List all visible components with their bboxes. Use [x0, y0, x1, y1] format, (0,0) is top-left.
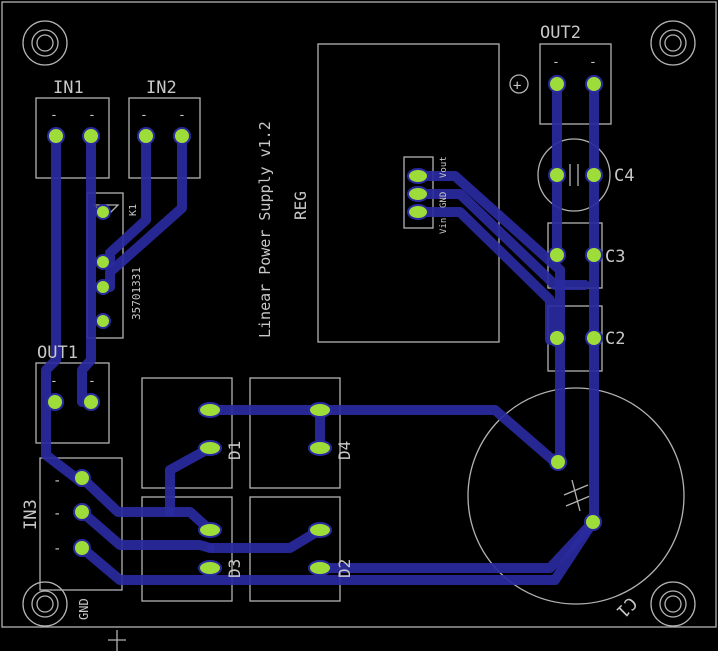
mounting-hole-bottom-left	[22, 581, 68, 627]
regulator-heatsink-outline	[317, 43, 500, 343]
c4-label: C4	[614, 166, 634, 186]
out1-pin1-mark: -	[50, 374, 58, 389]
out2-connector-outline	[539, 43, 612, 125]
d4-outline	[249, 377, 341, 489]
d4-label: D4	[335, 441, 354, 460]
out1-pin2-mark: -	[88, 374, 96, 389]
in1-connector-outline	[35, 97, 110, 179]
copper-traces	[41, 79, 599, 585]
in1-pin2-mark: -	[88, 108, 96, 123]
c4-outline	[537, 138, 611, 212]
reg-pin-gnd: GND	[439, 192, 449, 208]
board-title: Linear Power Supply v1.2	[256, 121, 274, 338]
c1-outline	[467, 387, 685, 605]
mounting-hole-top-left	[22, 20, 68, 66]
mounting-hole-top-right	[650, 20, 696, 66]
in2-pin2-mark: -	[178, 108, 186, 123]
in3-connector-outline	[39, 457, 123, 591]
reg-pin-vout: Vout	[439, 156, 449, 178]
in2-connector-outline	[128, 97, 201, 179]
in3-label: IN3	[21, 499, 41, 530]
relay-value-label: 35701331	[130, 267, 143, 320]
in3-pin2-mark: -	[53, 506, 61, 522]
out2-pin1-mark: -	[552, 55, 560, 70]
out2-pin2-mark: -	[589, 55, 597, 70]
d3-label: D3	[225, 559, 244, 578]
reg-pin-vin: Vin	[439, 218, 449, 234]
in1-label: IN1	[53, 78, 84, 98]
in1-pin1-mark: -	[50, 108, 58, 123]
relay-name-label: K1	[128, 204, 139, 216]
d1-outline	[141, 377, 233, 489]
in2-label: IN2	[146, 78, 177, 98]
c4-polarity-circle	[509, 74, 529, 94]
gnd-label: GND	[77, 598, 91, 620]
c2-label: C2	[605, 329, 625, 349]
in3-pin3-mark: -	[53, 541, 61, 557]
out1-label: OUT1	[37, 343, 78, 363]
reg-label: REG	[291, 191, 310, 220]
out1-connector-outline	[35, 362, 110, 444]
d1-label: D1	[225, 441, 244, 460]
in2-pin1-mark: -	[140, 108, 148, 123]
in3-pin1-mark: -	[53, 473, 61, 489]
out2-label: OUT2	[540, 23, 581, 43]
mounting-hole-bottom-right	[650, 581, 696, 627]
c3-label: C3	[605, 247, 625, 267]
board-outline	[1, 1, 717, 628]
c4-polarity-plus: +	[513, 78, 521, 94]
pads	[46, 75, 603, 576]
d2-label: D2	[335, 559, 354, 578]
